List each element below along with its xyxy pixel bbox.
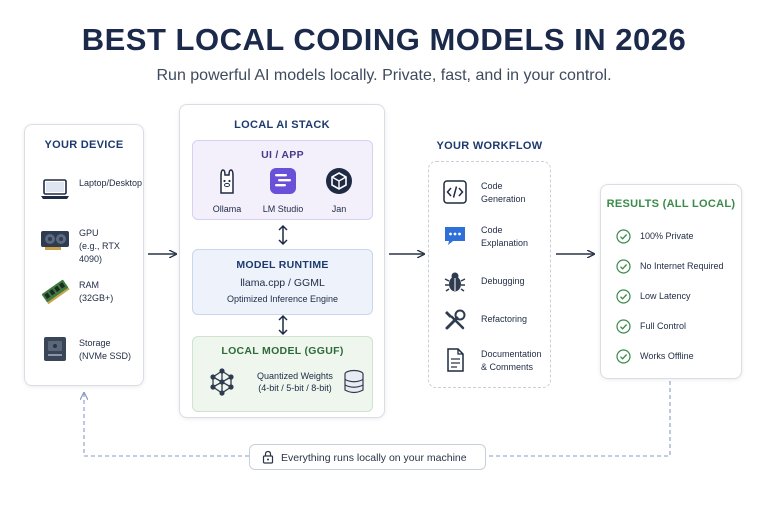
device-item-gpu: GPU (e.g., RTX 4090) [37,221,141,264]
tools-icon [445,309,466,330]
workflow-code-exp-line2: Explanation [481,238,529,248]
device-ram-label: RAM [79,280,99,290]
stack-heading: LOCAL AI STACK [234,119,330,131]
device-item-laptop: Laptop/Desktop [37,171,143,211]
result-item: Low Latency [616,289,740,305]
app-jan: Jan [311,167,367,214]
lock-icon [262,450,274,464]
local-model-line1: Quantized Weights [257,371,333,381]
footer-text: Everything runs locally on your machine [281,452,467,464]
workflow-item-code-generation: Code Generation [443,178,549,214]
check-circle-icon [616,229,631,244]
jan-icon [326,168,352,194]
result-label: Full Control [640,321,687,331]
result-label: Low Latency [640,291,691,301]
database-icon [344,369,364,394]
runtime-name: llama.cpp / GGML [240,277,325,289]
workflow-item-documentation: Documentation & Comments [443,346,549,382]
device-gpu-label: GPU [79,228,99,238]
footer-note: Everything runs locally on your machine [249,444,486,470]
chat-icon [445,227,465,245]
ui-app-heading: UI / APP [261,149,304,161]
laptop-icon [41,179,69,199]
lm-studio-icon [270,168,296,194]
storage-icon [44,337,66,361]
dashed-loop-right [486,381,671,457]
workflow-doc-line2: & Comments [481,362,534,372]
result-item: Full Control [616,319,740,335]
local-model-heading: LOCAL MODEL (GGUF) [221,345,344,357]
app-ollama: Ollama [199,167,255,214]
ollama-icon [220,169,234,194]
result-item: Works Offline [616,349,740,365]
runtime-box: MODEL RUNTIME llama.cpp / GGML Optimized… [192,249,373,315]
check-circle-icon [616,289,631,304]
double-arrow-icon [278,224,288,246]
check-circle-icon [616,259,631,274]
device-panel: YOUR DEVICE Laptop/Desktop GPU (e.g., RT… [24,124,144,386]
runtime-desc: Optimized Inference Engine [226,294,339,304]
workflow-debugging-label: Debugging [481,276,525,286]
document-icon [447,348,464,372]
workflow-code-gen-line1: Code [481,181,503,191]
workflow-item-refactoring: Refactoring [443,306,549,342]
check-circle-icon [616,319,631,334]
workflow-item-code-explanation: Code Explanation [443,222,549,258]
workflow-code-exp-line1: Code [481,225,503,235]
ui-app-box: UI / APP Ollama LM Studio [192,140,373,220]
device-item-ram: RAM (32GB+) [37,273,141,313]
workflow-panel: Code Generation Code Explanation Debuggi… [428,161,551,388]
local-model-text: Quantized Weights (4-bit / 5-bit / 8-bit… [251,370,339,394]
runtime-heading: MODEL RUNTIME [236,259,329,271]
workflow-heading: YOUR WORKFLOW [436,140,543,152]
workflow-code-gen-line2: Generation [481,194,526,204]
code-icon [443,180,467,204]
bug-icon [444,272,466,292]
app-jan-label: Jan [331,204,347,214]
app-lm-studio: LM Studio [255,167,311,214]
device-laptop-label: Laptop/Desktop [79,178,143,188]
result-label: No Internet Required [640,261,724,271]
workflow-refactoring-label: Refactoring [481,314,528,324]
local-model-box: LOCAL MODEL (GGUF) Quantized Weights (4-… [192,336,373,412]
gpu-icon [41,231,69,250]
result-item: No Internet Required [616,259,740,275]
double-arrow-icon [278,314,288,336]
page-subtitle: Run powerful AI models locally. Private,… [156,67,612,84]
device-ram-sub: (32GB+) [79,293,114,303]
results-panel: RESULTS (ALL LOCAL) 100% Private No Inte… [600,184,742,379]
neural-network-icon [210,368,234,396]
device-gpu-sub: (e.g., RTX 4090) [79,241,120,264]
device-storage-label: Storage [79,338,111,348]
results-heading: RESULTS (ALL LOCAL) [606,198,736,210]
check-circle-icon [616,349,631,364]
app-lm-studio-label: LM Studio [262,204,304,214]
device-item-storage: Storage (NVMe SSD) [37,331,141,371]
workflow-doc-line1: Documentation [481,349,542,359]
workflow-item-debugging: Debugging [443,268,549,304]
result-item: 100% Private [616,229,740,245]
app-ollama-label: Ollama [212,204,242,214]
device-storage-sub: (NVMe SSD) [79,351,132,361]
device-heading: YOUR DEVICE [44,139,124,151]
stack-panel: LOCAL AI STACK UI / APP Ollama LM Studio [179,104,385,418]
result-label: 100% Private [640,231,694,241]
page-title: BEST LOCAL CODING MODELS IN 2026 [81,22,687,57]
result-label: Works Offline [640,351,694,361]
local-model-line2: (4-bit / 5-bit / 8-bit) [258,383,332,393]
ram-icon [41,279,70,305]
